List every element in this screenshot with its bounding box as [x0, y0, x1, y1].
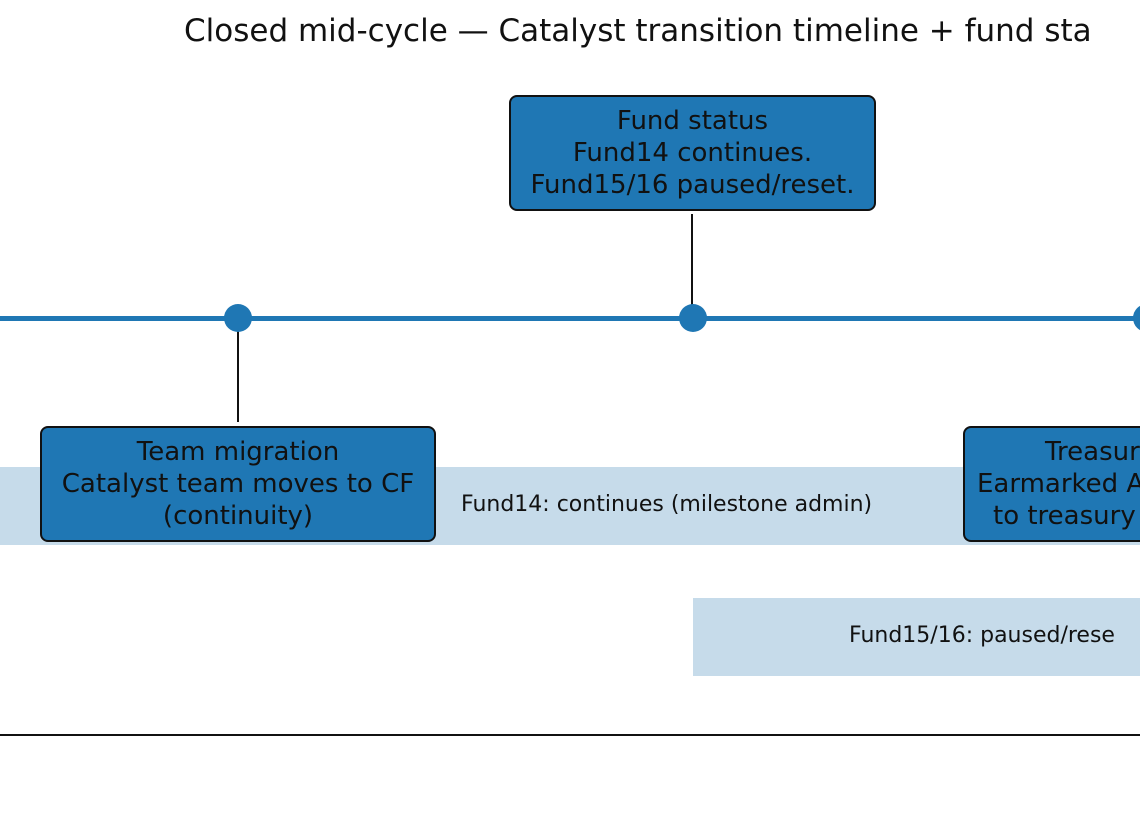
treasury-marker [1133, 304, 1140, 332]
fund14-band-label: Fund14: continues (milestone admin) [461, 492, 873, 517]
fund15-16-band-label: Fund15/16: paused/rese [849, 623, 1115, 648]
fund-status-line2: Fund15/16 paused/reset. [530, 170, 855, 200]
team-migration-box: Team migration Catalyst team moves to CF… [40, 426, 436, 542]
team-migration-line2: (continuity) [162, 501, 314, 531]
diagram-title: Closed mid-cycle — Catalyst transition t… [184, 13, 1092, 49]
treasury-box: Treasur Earmarked A to treasury [963, 426, 1140, 542]
fund-status-box: Fund status Fund14 continues. Fund15/16 … [509, 95, 876, 211]
fund-status-title: Fund status [616, 106, 769, 136]
treasury-line1: Earmarked A [977, 469, 1140, 499]
fund-status-marker [679, 304, 707, 332]
treasury-title: Treasur [1045, 437, 1140, 467]
timeline-line [0, 316, 1140, 321]
fund-status-line1: Fund14 continues. [572, 138, 813, 168]
fund-status-stem [691, 214, 693, 318]
bottom-axis-line [0, 734, 1140, 736]
fund15-16-band [693, 598, 1140, 676]
team-migration-stem [237, 318, 239, 422]
treasury-line2: to treasury [993, 501, 1136, 531]
team-migration-marker [224, 304, 252, 332]
team-migration-title: Team migration [136, 437, 340, 467]
team-migration-line1: Catalyst team moves to CF [61, 469, 415, 499]
